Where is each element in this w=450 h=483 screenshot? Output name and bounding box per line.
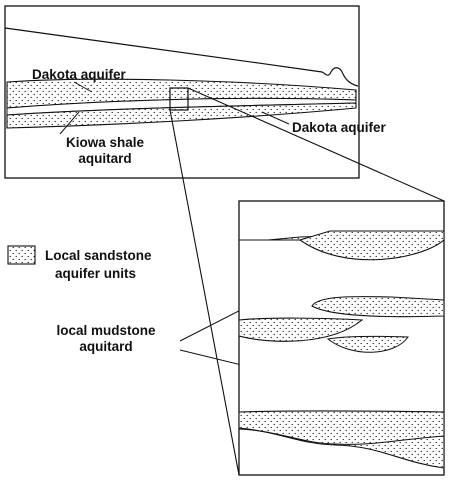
sandstone-lens-small bbox=[326, 335, 409, 353]
sandstone-unit-middle-lower bbox=[239, 317, 364, 342]
sandstone-unit-top bbox=[298, 230, 444, 261]
sandstone-unit-middle-upper bbox=[311, 296, 444, 318]
kiowa-shale-label-line1: Kiowa shale bbox=[65, 135, 145, 150]
land-surface-line bbox=[4, 27, 359, 87]
mudstone-label-line1: local mudstone bbox=[56, 323, 156, 338]
lower-dakota-leader-line bbox=[261, 111, 290, 125]
zoom-connector-lines bbox=[169, 87, 445, 476]
detail-enlargement bbox=[238, 200, 445, 476]
upper-dakota-aquifer-label: Dakota aquifer bbox=[32, 67, 126, 82]
regional-cross-section bbox=[4, 5, 360, 179]
legend-label-line1: Local sandstone bbox=[45, 248, 152, 263]
cross-section-frame bbox=[4, 5, 360, 179]
legend-label-line2: aquifer units bbox=[55, 266, 137, 281]
kiowa-shale-label-line2: aquitard bbox=[78, 151, 132, 166]
sandstone-unit-bottom bbox=[239, 410, 444, 469]
bottom-unit-internal-contact bbox=[239, 428, 444, 445]
mudstone-label-line2: aquitard bbox=[79, 339, 133, 354]
lower-dakota-aquifer-band bbox=[6, 102, 357, 129]
detail-selection-box bbox=[169, 87, 189, 111]
upper-dakota-leader-line bbox=[73, 81, 93, 93]
lower-dakota-aquifer-label: Dakota aquifer bbox=[292, 120, 386, 135]
kiowa-leader-line bbox=[59, 111, 80, 135]
legend-sandstone-swatch bbox=[7, 245, 36, 265]
